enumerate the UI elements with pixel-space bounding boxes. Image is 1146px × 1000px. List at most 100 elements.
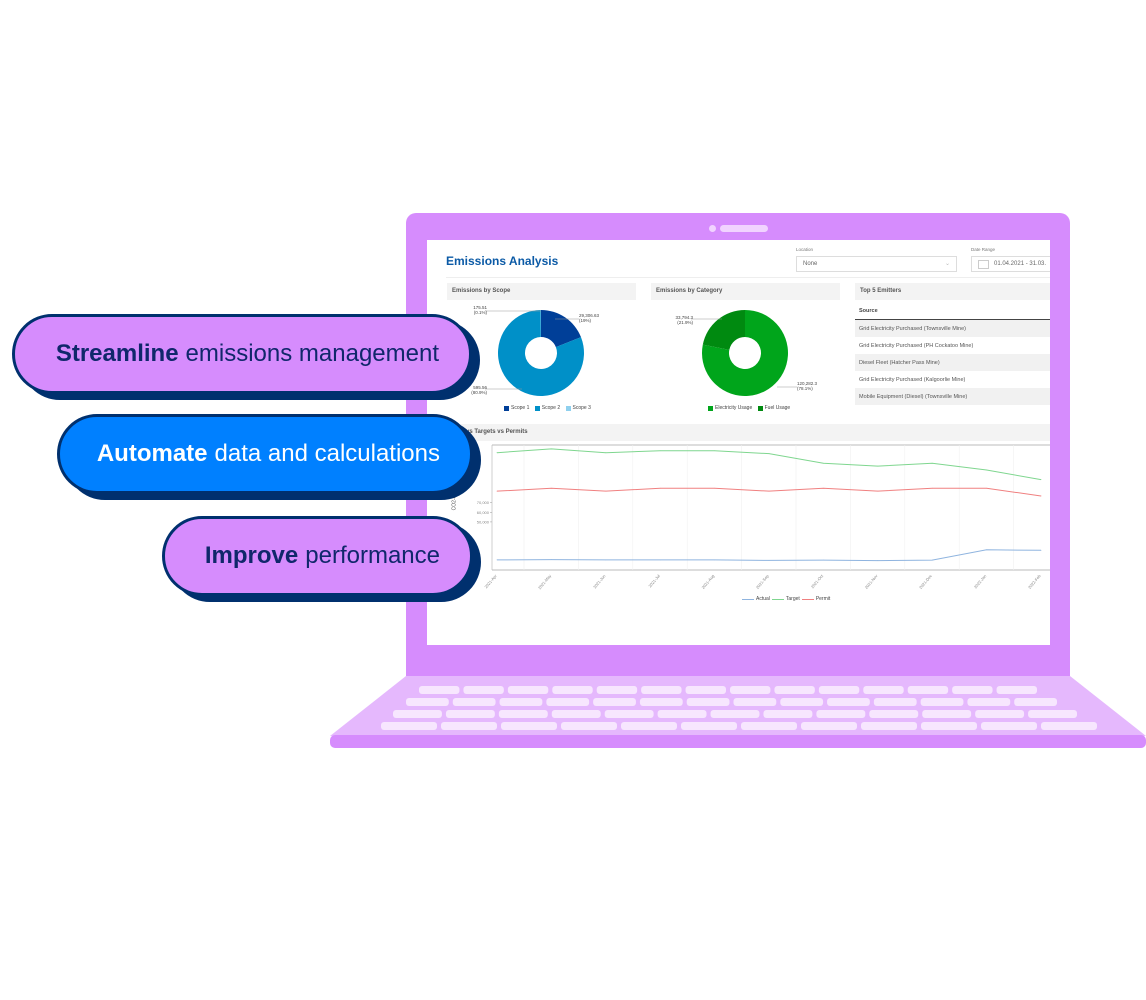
date-range-input[interactable]: 01.04.2021 - 31.03. (971, 256, 1050, 272)
keyboard-key (507, 686, 549, 694)
page-title: Emissions Analysis (446, 254, 559, 268)
data-label: 175.51 (473, 305, 487, 310)
data-point-target (877, 465, 879, 467)
pill-bold-text: Improve (204, 542, 299, 569)
keyboard-key (733, 698, 777, 706)
legend-swatch (565, 405, 571, 411)
keyboard-key (593, 698, 636, 706)
table-row[interactable]: Grid Electricity Purchased (Townsville M… (855, 320, 1050, 337)
keyboard-key (393, 710, 442, 718)
y-tick-label: 50,000 (477, 519, 490, 524)
keyboard-key (499, 698, 543, 706)
legend-swatch (534, 405, 540, 411)
location-select[interactable]: None⌄ (796, 256, 957, 272)
pie-slice-fuel-usage (702, 310, 745, 350)
data-point-actual (659, 559, 661, 561)
legend-label: Fuel Usage (764, 405, 791, 411)
data-point-permit (551, 487, 552, 489)
data-point-actual (605, 559, 607, 561)
top-emitters-header: Top 5 Emitters (855, 283, 1050, 300)
legend-label: Scope 2 (541, 405, 561, 411)
keyboard-key (546, 698, 590, 706)
data-point-actual (823, 559, 824, 561)
date-range-value: 01.04.2021 - 31.03. (994, 261, 1047, 267)
location-value: None (803, 261, 818, 267)
data-point-permit (768, 490, 770, 492)
keyboard-key (920, 698, 964, 706)
data-label: 29,306.63 (579, 313, 600, 318)
dashboard-screen: Emissions Analysis Location None⌄ Date R… (427, 240, 1050, 645)
keyboard-key (873, 698, 917, 706)
keyboard-key (498, 710, 548, 718)
laptop-base-edge (330, 735, 1146, 748)
data-point-permit (1040, 495, 1042, 497)
category-legend: Electricity Usage Fuel Usage (708, 405, 790, 411)
legend-label: Scope 1 (511, 405, 530, 411)
header-divider (446, 277, 1050, 278)
date-range-label: Date Range (971, 247, 996, 252)
data-label: 33,794.3 (675, 315, 693, 320)
location-label: Location (796, 247, 814, 252)
x-tick-label: 2021-Aug (700, 573, 715, 590)
keyboard-key (981, 722, 1037, 730)
keyboard-deck (330, 676, 1146, 736)
pill-text: performance (305, 542, 440, 569)
table-row[interactable]: Grid Electricity Purchased (PH Cockatoo … (859, 343, 974, 349)
legend-label: Permit (815, 596, 831, 602)
keyboard-key (818, 686, 860, 694)
data-point-actual (877, 560, 879, 561)
camera-icon (709, 225, 716, 232)
pill-text: emissions management (185, 340, 439, 367)
legend-label: Target (785, 596, 800, 602)
data-point-actual (986, 549, 987, 551)
keyboard-key (406, 698, 449, 706)
data-point-permit (823, 487, 824, 489)
table-header-divider (855, 319, 1050, 320)
keyboard-key (561, 722, 617, 730)
keyboard-key (452, 698, 496, 706)
data-point-target (931, 462, 933, 464)
data-point-target (714, 450, 715, 452)
data-point-actual (714, 559, 715, 561)
keyboard-key (801, 722, 857, 730)
table-row[interactable]: Grid Electricity Purchased (Kalgoorlie M… (859, 377, 966, 383)
keyboard-key (774, 686, 815, 694)
keyboard-key (681, 722, 737, 730)
keyboard-key (952, 686, 993, 694)
table-row[interactable]: Mobile Equipment (Diesel) (Townsville Mi… (855, 388, 1050, 405)
line-chart-header: vs Targets vs Permits (447, 424, 1050, 441)
x-tick-label: 2022-Jan (973, 573, 988, 589)
legend-line (742, 598, 754, 600)
keyboard-key (552, 686, 593, 694)
keyboard-key (863, 686, 904, 694)
legend-label: Scope 3 (572, 405, 591, 411)
x-tick-label: 2021-Nov (864, 573, 879, 590)
legend-swatch (708, 405, 713, 411)
keyboard-key (1041, 722, 1097, 730)
keyboard-key (975, 710, 1025, 718)
keyboard-key (741, 722, 797, 730)
keyboard-key (596, 686, 638, 694)
legend-line (801, 598, 814, 600)
keyboard-key (861, 722, 917, 730)
scope-card-header: Emissions by Scope (447, 283, 636, 300)
keyboard-key (381, 722, 437, 730)
calendar-icon (978, 260, 989, 269)
keyboard-key (780, 698, 824, 706)
legend-line (771, 598, 784, 600)
data-point-actual (931, 559, 933, 561)
keyboard-key (445, 710, 495, 718)
x-tick-label: 2021-Sep (755, 573, 770, 590)
line-legend: Actual Target Permit (742, 596, 830, 602)
keyboard-key (685, 686, 726, 694)
pie-slice-electricity-usage (702, 310, 788, 396)
data-point-permit (877, 490, 879, 492)
table-row[interactable]: Diesel Fleet (Hatcher Pass Mine) (855, 354, 1050, 371)
keyboard-key (921, 722, 977, 730)
data-point-target (986, 469, 987, 471)
keyboard-key (710, 710, 760, 718)
data-label: (80.9%) (471, 390, 487, 395)
data-point-target (605, 452, 607, 454)
data-point-permit (659, 487, 661, 489)
